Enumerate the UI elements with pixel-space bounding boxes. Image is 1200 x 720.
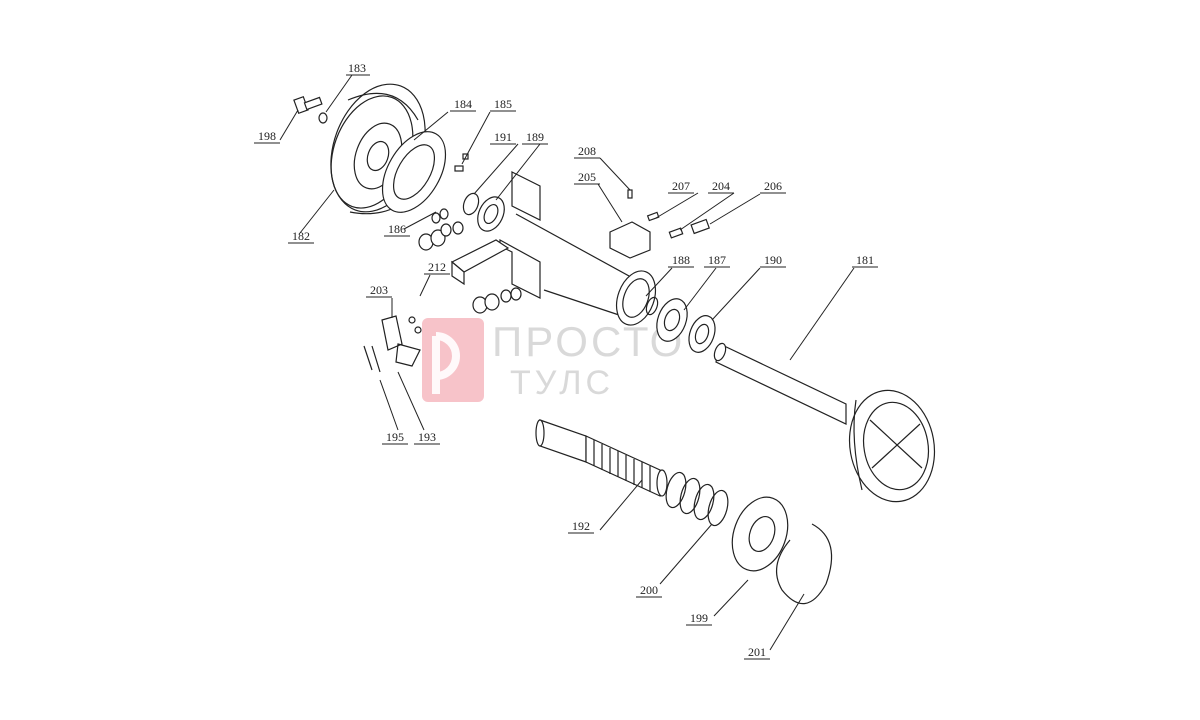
part-207-pin bbox=[646, 211, 660, 222]
part-labels: 183 184 185 191 189 198 182 186 208 205 … bbox=[254, 61, 878, 660]
part-205-block bbox=[609, 221, 651, 259]
label-188: 188 bbox=[672, 253, 690, 267]
part-bracket-housing bbox=[450, 171, 641, 321]
part-203-193-195-small bbox=[363, 315, 422, 373]
label-184: 184 bbox=[454, 97, 472, 111]
part-181-shaft bbox=[713, 342, 936, 503]
label-200: 200 bbox=[640, 583, 658, 597]
part-206-sleeve bbox=[690, 218, 710, 235]
label-191: 191 bbox=[494, 130, 512, 144]
leader-lines bbox=[279, 74, 855, 651]
label-204: 204 bbox=[712, 179, 730, 193]
part-188-ring bbox=[615, 270, 659, 326]
part-198-bolt bbox=[293, 95, 323, 115]
label-190: 190 bbox=[764, 253, 782, 267]
part-199-disk bbox=[731, 496, 789, 572]
part-189-bearing bbox=[477, 196, 505, 232]
part-192-lead-screw bbox=[535, 419, 668, 497]
label-198: 198 bbox=[258, 129, 276, 143]
part-184-plate bbox=[381, 131, 447, 213]
label-206: 206 bbox=[764, 179, 782, 193]
part-204-pin bbox=[668, 227, 684, 239]
label-187: 187 bbox=[708, 253, 726, 267]
label-195: 195 bbox=[386, 430, 404, 444]
label-182: 182 bbox=[292, 229, 310, 243]
watermark-line2: ТУЛС bbox=[510, 364, 614, 402]
label-201: 201 bbox=[748, 645, 766, 659]
part-nuts-lower bbox=[472, 287, 522, 314]
label-205: 205 bbox=[578, 170, 596, 184]
part-200-spring bbox=[665, 471, 729, 527]
part-187-bearing bbox=[656, 298, 688, 342]
label-181: 181 bbox=[856, 253, 874, 267]
label-193: 193 bbox=[418, 430, 436, 444]
label-207: 207 bbox=[672, 179, 690, 193]
watermark: ПРОСТО ТУЛС bbox=[422, 318, 685, 402]
part-190-seal bbox=[688, 315, 716, 353]
label-186: 186 bbox=[388, 222, 406, 236]
label-189: 189 bbox=[526, 130, 544, 144]
label-208: 208 bbox=[578, 144, 596, 158]
label-192: 192 bbox=[572, 519, 590, 533]
part-208-screw bbox=[627, 189, 633, 199]
label-183: 183 bbox=[348, 61, 366, 75]
part-183-washer bbox=[318, 112, 328, 124]
label-185: 185 bbox=[494, 97, 512, 111]
label-212: 212 bbox=[428, 260, 446, 274]
label-203: 203 bbox=[370, 283, 388, 297]
watermark-line1: ПРОСТО bbox=[492, 318, 685, 365]
part-201-snap-ring bbox=[775, 523, 833, 605]
part-186-nuts bbox=[418, 208, 464, 251]
label-199: 199 bbox=[690, 611, 708, 625]
